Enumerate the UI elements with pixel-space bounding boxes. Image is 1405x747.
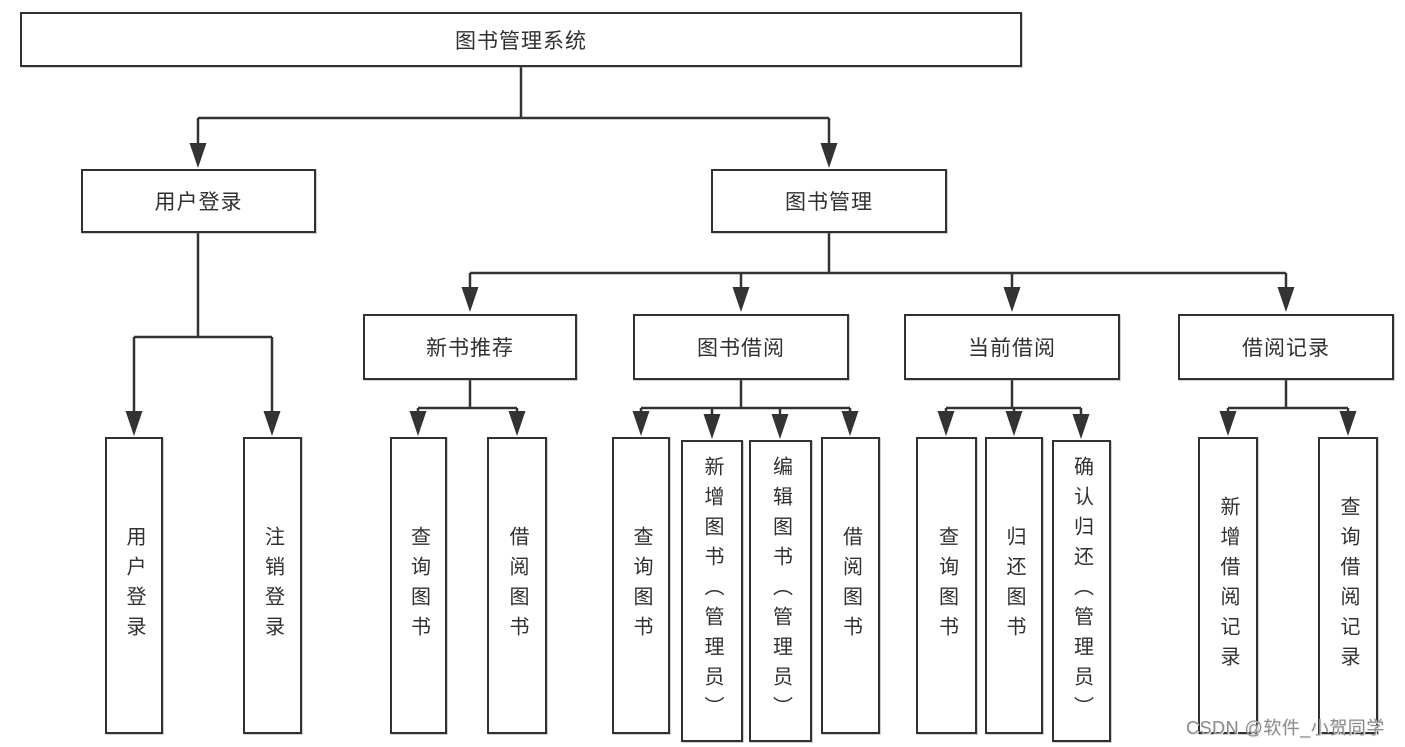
node-new-book-recommend: 新书推荐 xyxy=(363,314,577,380)
leaf-edit-books-admin: 编辑图书（管理员） xyxy=(749,440,812,742)
node-book-management: 图书管理 xyxy=(711,169,947,233)
node-borrow-records: 借阅记录 xyxy=(1178,314,1394,380)
leaf-edit-books-admin-label: 编辑图书（管理员） xyxy=(769,456,792,726)
leaf-return-books: 归还图书 xyxy=(985,437,1043,734)
csdn-watermark: CSDN @软件_小贺同学 xyxy=(1186,718,1385,738)
leaf-query-books-newbook-label: 查询图书 xyxy=(407,525,430,646)
leaf-confirm-return-admin: 确认归还（管理员） xyxy=(1052,440,1111,742)
leaf-query-books-borrowing-label: 查询图书 xyxy=(630,525,652,646)
leaf-query-borrow-record-label: 查询借阅记录 xyxy=(1337,495,1359,676)
leaf-borrow-books-newbook: 借阅图书 xyxy=(487,437,547,734)
node-user-login: 用户登录 xyxy=(81,169,316,233)
leaf-add-books-admin-label: 新增图书（管理员） xyxy=(701,456,723,726)
leaf-user-login: 用户登录 xyxy=(105,437,163,734)
leaf-query-books-newbook: 查询图书 xyxy=(390,437,447,734)
leaf-borrow-books-newbook-label: 借阅图书 xyxy=(506,525,528,646)
leaf-borrow-books-borrowing: 借阅图书 xyxy=(821,437,880,734)
leaf-query-borrow-record: 查询借阅记录 xyxy=(1318,437,1378,734)
leaf-query-books-current: 查询图书 xyxy=(916,437,977,734)
leaf-add-books-admin: 新增图书（管理员） xyxy=(681,440,743,742)
leaf-query-books-borrowing: 查询图书 xyxy=(612,437,670,734)
leaf-return-books-label: 归还图书 xyxy=(1003,525,1025,646)
node-library-management-system: 图书管理系统 xyxy=(20,12,1022,67)
leaf-borrow-books-borrowing-label: 借阅图书 xyxy=(839,525,862,646)
leaf-add-borrow-record-label: 新增借阅记录 xyxy=(1217,495,1239,676)
node-book-borrowing: 图书借阅 xyxy=(633,314,849,380)
leaf-confirm-return-admin-label: 确认归还（管理员） xyxy=(1070,456,1093,726)
node-current-borrowing: 当前借阅 xyxy=(904,314,1120,380)
leaf-query-books-current-label: 查询图书 xyxy=(935,525,958,646)
leaf-add-borrow-record: 新增借阅记录 xyxy=(1198,437,1258,734)
leaf-user-login-label: 用户登录 xyxy=(123,525,145,646)
leaf-logout-label: 注销登录 xyxy=(261,525,284,646)
leaf-logout: 注销登录 xyxy=(243,437,302,734)
